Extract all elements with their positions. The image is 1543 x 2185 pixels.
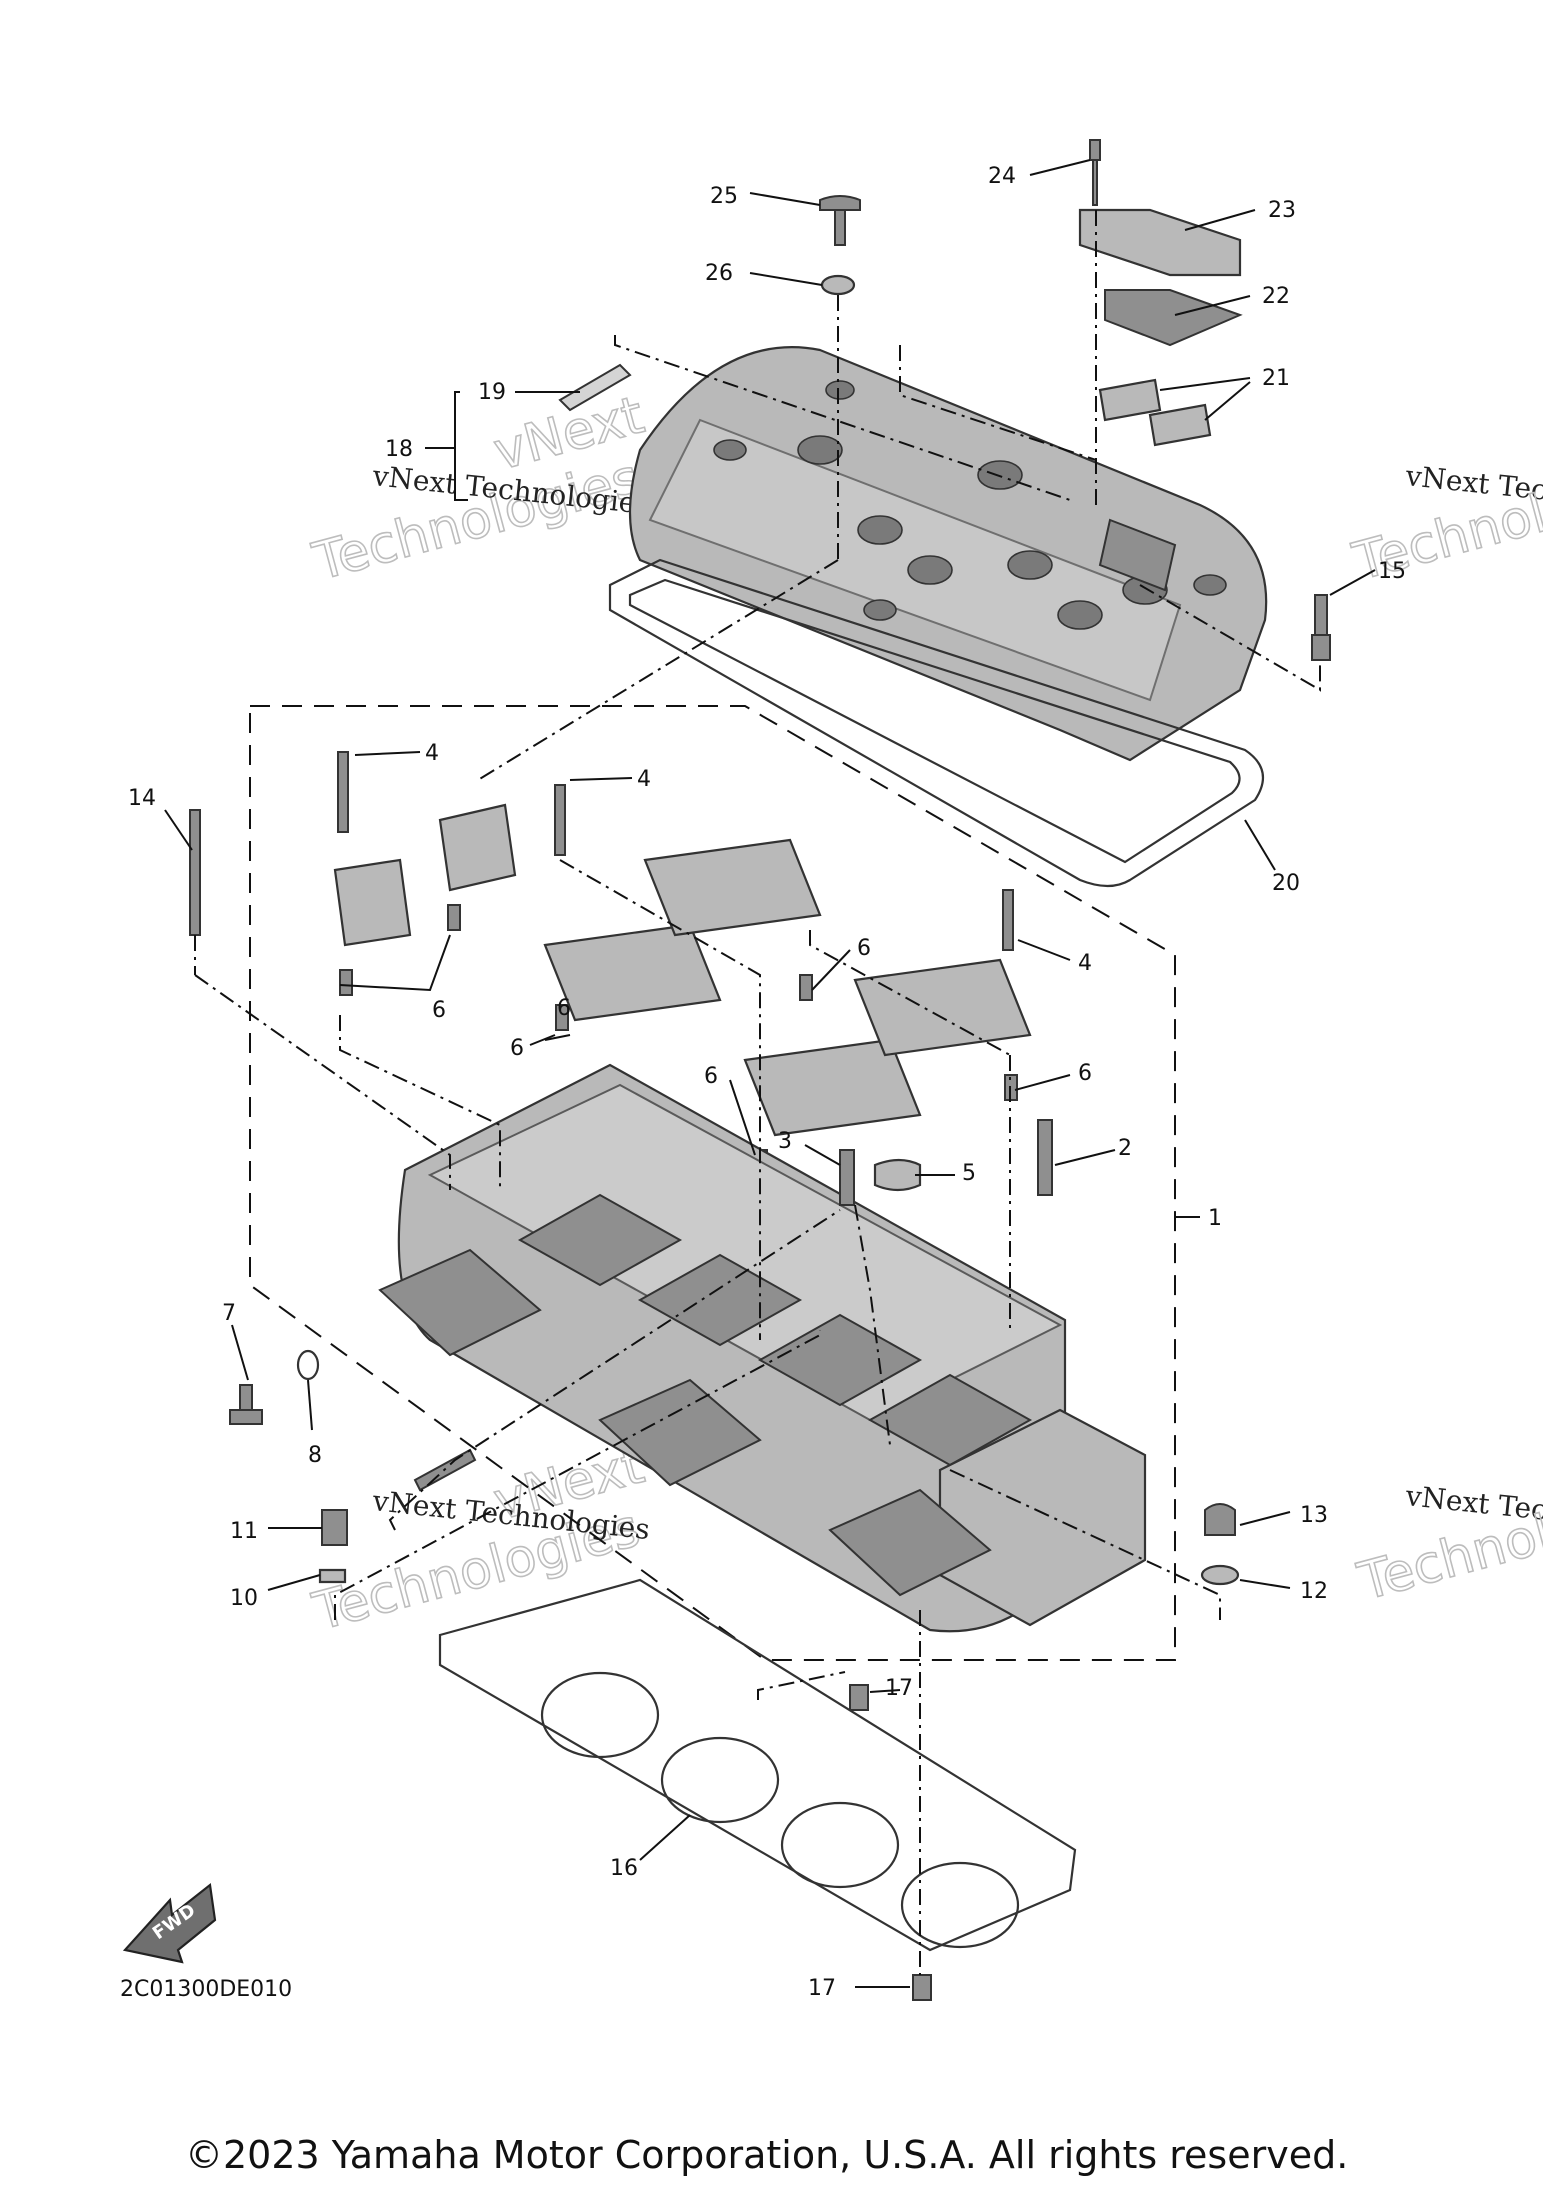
camshaft-caps <box>333 803 1032 1137</box>
fwd-arrow-icon: FWD <box>122 1882 217 1964</box>
leader-lines <box>164 159 1376 1988</box>
callout-6c: 6 <box>704 1064 718 1089</box>
callout-25: 25 <box>710 184 738 209</box>
label-19 <box>558 363 632 412</box>
clip-21a <box>1098 378 1162 422</box>
callout-20: 20 <box>1272 871 1300 896</box>
callout-21: 21 <box>1262 366 1290 391</box>
callout-6e: 6 <box>1078 1061 1092 1086</box>
gasket-22 <box>1104 289 1243 347</box>
callout-19: 19 <box>478 380 506 405</box>
head-gasket <box>438 1578 1077 1952</box>
callout-4c: 4 <box>1078 951 1092 976</box>
callout-12: 12 <box>1300 1579 1328 1604</box>
callout-10: 10 <box>230 1586 258 1611</box>
top-small-parts <box>558 139 1331 661</box>
callout-4a: 4 <box>425 741 439 766</box>
callout-5: 5 <box>962 1161 976 1186</box>
callout-18: 18 <box>385 437 413 462</box>
callout-8: 8 <box>308 1443 322 1468</box>
cylinder-head-cover <box>628 346 1268 762</box>
callout-6b: 6 <box>510 1036 524 1061</box>
washer-26 <box>820 274 856 296</box>
callout-24: 24 <box>988 164 1016 189</box>
callout-15: 15 <box>1378 559 1406 584</box>
callout-6a: 6 <box>432 998 446 1023</box>
callout-22: 22 <box>1262 284 1290 309</box>
callout-17a: 17 <box>885 1676 913 1701</box>
callout-6d: 6 <box>857 936 871 961</box>
callout-11: 11 <box>230 1519 258 1544</box>
callout-13: 13 <box>1300 1503 1328 1528</box>
diagram-code: 2C01300DE010 <box>120 1977 292 2002</box>
cover-gasket-inner <box>628 578 1241 864</box>
callout-4b: 4 <box>637 767 651 792</box>
callout-17b: 17 <box>808 1976 836 2001</box>
cap-23 <box>1078 208 1242 277</box>
cylinder-head-assembly-box <box>249 705 1176 1661</box>
callout-6f: 6 <box>557 996 571 1021</box>
callout-14: 14 <box>128 786 156 811</box>
callout-23: 23 <box>1268 198 1296 223</box>
callout-26: 26 <box>705 261 733 286</box>
bolt-24 <box>1089 139 1101 206</box>
misc-small-parts <box>229 1349 1240 2001</box>
callout-labels: 1 2 3 4 4 4 5 6 6 6 6 6 6 7 8 10 11 12 1… <box>128 164 1406 2001</box>
callout-7: 7 <box>222 1301 236 1326</box>
cover-gasket <box>608 558 1265 888</box>
bolt-25 <box>819 195 861 246</box>
cylinder-head <box>378 1063 1147 1633</box>
callout-3: 3 <box>778 1129 792 1154</box>
callout-1: 1 <box>1208 1206 1222 1231</box>
clip-21b <box>1148 403 1212 447</box>
callout-16: 16 <box>610 1856 638 1881</box>
cap-bolts <box>189 751 1018 1176</box>
spark-plug-15 <box>1311 594 1331 661</box>
callout-2: 2 <box>1118 1136 1132 1161</box>
copyright-notice: ©2023 Yamaha Motor Corporation, U.S.A. A… <box>185 2133 1348 2177</box>
